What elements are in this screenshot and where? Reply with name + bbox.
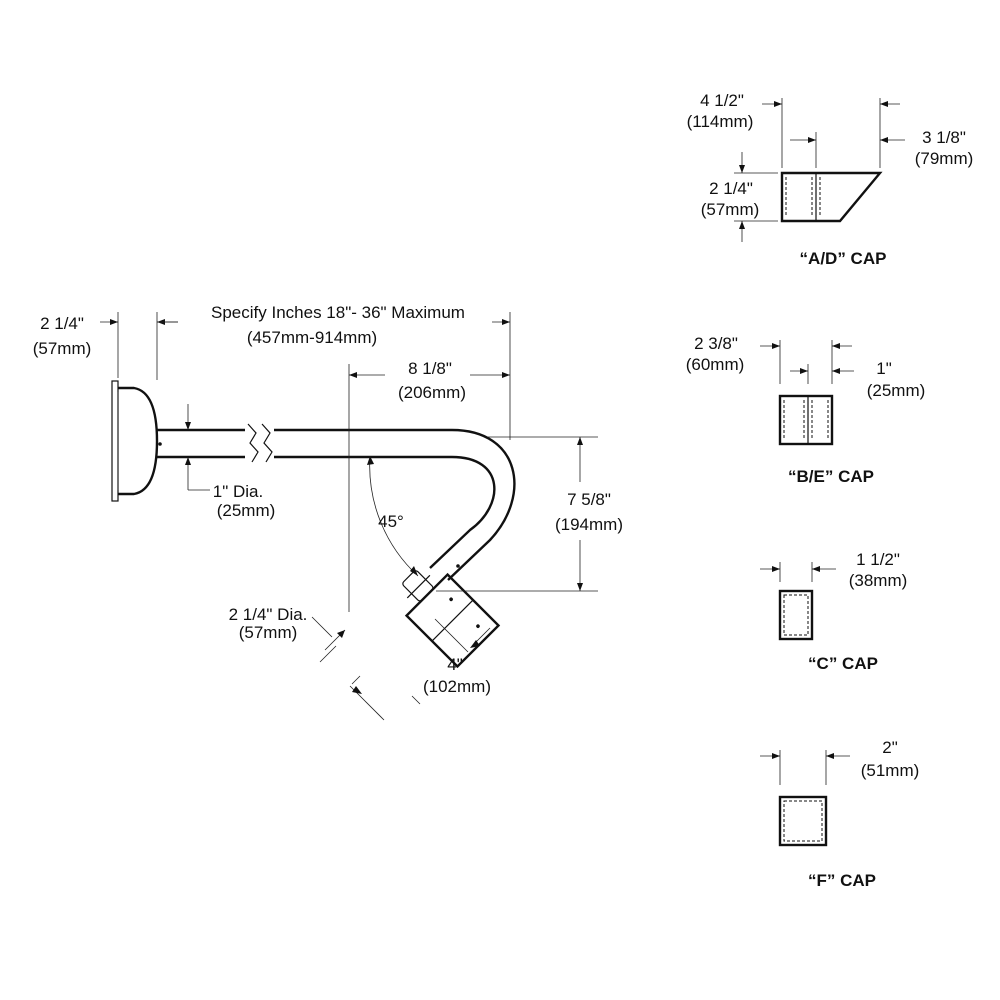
drop-metric: (194mm) xyxy=(555,515,623,534)
dim-head-len xyxy=(349,618,491,721)
wall-mount xyxy=(111,380,162,502)
head-dia-metric: (57mm) xyxy=(239,623,298,642)
ad-w2: 3 1/8" xyxy=(922,128,966,147)
tube-dia-label: 1" Dia. xyxy=(213,482,263,501)
ad-h-metric: (57mm) xyxy=(701,200,760,219)
dim-reach xyxy=(348,364,510,612)
be-cap-title: “B/E” CAP xyxy=(788,467,874,486)
arm-span-metric: (457mm-914mm) xyxy=(247,328,377,347)
dim-drop xyxy=(436,436,598,592)
cap-be: 2 3/8" (60mm) 1" (25mm) “B/E” CAP xyxy=(686,334,926,486)
be-w1: 2 3/8" xyxy=(694,334,738,353)
c-cap-title: “C” CAP xyxy=(808,654,878,673)
ad-cap-title: “A/D” CAP xyxy=(800,249,887,268)
f-w-metric: (51mm) xyxy=(861,761,920,780)
back-depth-metric: (57mm) xyxy=(33,339,92,358)
cap-f: 2" (51mm) “F” CAP xyxy=(760,738,919,890)
c-w-metric: (38mm) xyxy=(849,571,908,590)
ad-w2-metric: (79mm) xyxy=(915,149,974,168)
be-w2: 1" xyxy=(876,359,892,378)
cap-ad: 4 1/2" (114mm) 3 1/8" (79mm) 2 1/4" (57m… xyxy=(687,91,974,268)
back-depth-label: 2 1/4" xyxy=(40,314,84,333)
ad-w1-metric: (114mm) xyxy=(687,112,754,131)
head-len-label: 4" xyxy=(447,655,463,674)
head-len-metric: (102mm) xyxy=(423,677,491,696)
cap-c: 1 1/2" (38mm) “C” CAP xyxy=(760,550,907,673)
ad-w1: 4 1/2" xyxy=(700,91,744,110)
dim-arm-span xyxy=(157,312,511,440)
f-w: 2" xyxy=(882,738,898,757)
drop-label: 7 5/8" xyxy=(567,490,611,509)
head-dia-label: 2 1/4" Dia. xyxy=(229,605,308,624)
gooseneck-arm-drawing: 2 1/4" (57mm) Specify Inches 18"- 36" Ma… xyxy=(33,303,623,721)
reach-metric: (206mm) xyxy=(398,383,466,402)
c-w: 1 1/2" xyxy=(856,550,900,569)
dim-tube-dia xyxy=(185,404,210,491)
arm-tube xyxy=(157,423,516,581)
dim-head-dia xyxy=(311,616,346,663)
light-head xyxy=(402,570,501,669)
arm-span-label: Specify Inches 18"- 36" Maximum xyxy=(211,303,465,322)
tube-dia-metric: (25mm) xyxy=(217,501,276,520)
dim-angle xyxy=(367,455,419,577)
f-cap-title: “F” CAP xyxy=(808,871,876,890)
angle-label: 45° xyxy=(378,512,404,531)
be-w1-metric: (60mm) xyxy=(686,355,745,374)
be-w2-metric: (25mm) xyxy=(867,381,926,400)
ad-h: 2 1/4" xyxy=(709,179,753,198)
reach-label: 8 1/8" xyxy=(408,359,452,378)
